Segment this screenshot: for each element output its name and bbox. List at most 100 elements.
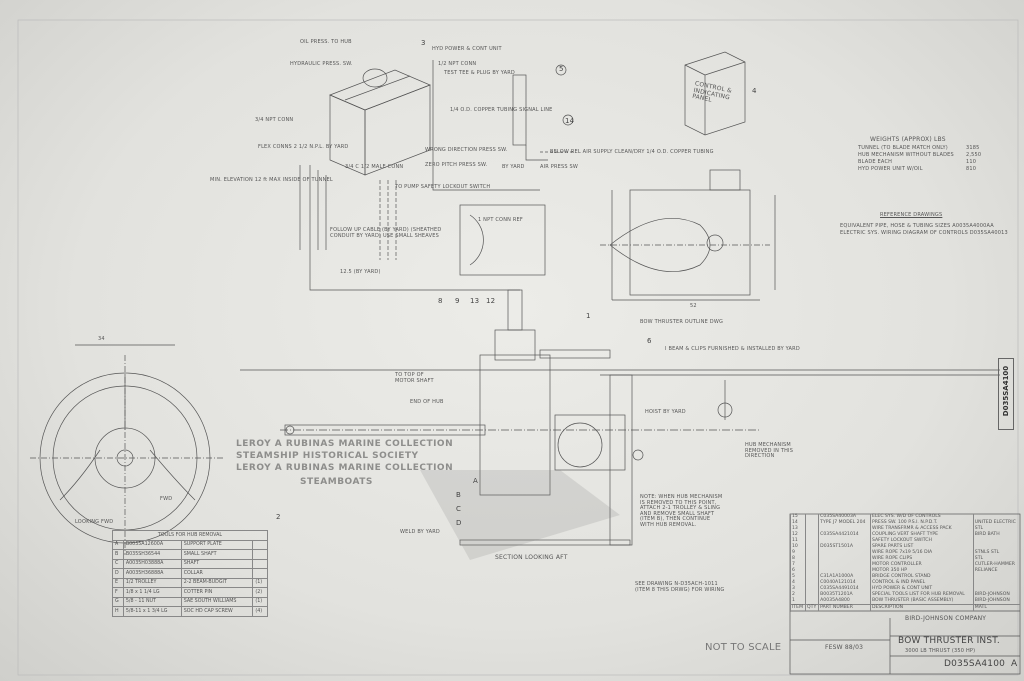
- label-copper-tubing: 1/4 O.D. COPPER TUBING SIGNAL LINE: [450, 107, 553, 113]
- cell: STL: [972, 526, 1020, 532]
- cell: G: [112, 596, 124, 607]
- reference-title: REFERENCE DRAWINGS: [880, 212, 943, 218]
- cell: 8: [789, 556, 806, 562]
- cell: [252, 568, 268, 579]
- cell: C035SA40003A: [818, 514, 871, 520]
- item-balloon: 8: [438, 297, 443, 305]
- cell: SPECIAL TOOLS LIST FOR HUB REMOVAL: [869, 592, 974, 598]
- cell: 3: [789, 586, 806, 592]
- cell: (4): [252, 606, 268, 617]
- cell: RELIANCE: [972, 568, 1020, 574]
- label-test-tee: TEST TEE & PLUG BY YARD: [444, 70, 515, 76]
- label-oil-press: OIL PRESS. TO HUB: [300, 39, 352, 45]
- label-wrong-direction: WRONG DIRECTION PRESS SW.: [425, 147, 508, 153]
- weight-value: 2,550: [966, 152, 982, 158]
- cell: WIRE ROPE CLIPS: [869, 556, 974, 562]
- reference-row: ELECTRIC SYS. WIRING DIAGRAM OF CONTROLS…: [840, 230, 1008, 236]
- cell: [805, 520, 819, 526]
- weight-label: BLADE EACH: [858, 159, 893, 165]
- cell: C31A1A1000A: [818, 574, 871, 580]
- cell: [972, 514, 1020, 520]
- label-air-supply: BELOW REL AIR SUPPLY CLEAN/DRY 1/4 O.D. …: [550, 149, 714, 155]
- cell: BIRD-JOHNSON: [972, 598, 1020, 605]
- weight-value: 810: [966, 166, 977, 172]
- wheel-front-view: [30, 344, 225, 555]
- stamp-number: D035SA4100: [1002, 365, 1010, 417]
- weight-label: TUNNEL (TO BLADE MATCH ONLY): [858, 145, 948, 151]
- cell: [805, 568, 819, 574]
- cell: COUPLING VERT SHAFT TYPE: [869, 532, 974, 538]
- label-follow-up-cable: FOLLOW UP CABLE (BY YARD) (SHEATHED COND…: [330, 227, 442, 239]
- cell: C035SA4421014: [818, 532, 871, 538]
- label-motor-shaft: TO TOP OF MOTOR SHAFT: [395, 372, 434, 384]
- cell: A: [112, 539, 124, 550]
- cell: B035SH36544: [122, 549, 182, 560]
- cell: [252, 549, 268, 560]
- cell: BIRD-JOHNSON: [972, 592, 1020, 598]
- weight-label: HUB MECHANISM WITHOUT BLADES: [858, 152, 954, 158]
- label-npt-conn2: 3/4 NPT CONN: [255, 117, 294, 123]
- weights-title: WEIGHTS (APPROX) LBS: [870, 136, 946, 143]
- cell: MOTOR CONTROLLER: [869, 562, 974, 568]
- dim-52: 52: [690, 303, 697, 309]
- item-balloon: 4: [752, 87, 757, 95]
- cell: [805, 544, 819, 550]
- cell: B0035A12600A: [122, 539, 182, 550]
- cell: A0035A4800: [818, 598, 871, 605]
- label-fwd: FWD: [160, 496, 173, 502]
- cell: [805, 562, 819, 568]
- tools-title: TOOLS FOR HUB REMOVAL: [112, 530, 268, 541]
- cell: [805, 556, 819, 562]
- reference-row: EQUIVALENT PIPE, HOSE & TUBING SIZES A00…: [840, 223, 994, 229]
- note-wiring: SEE DRAWING N-D35ACH-1011 (ITEM 8 THIS D…: [635, 581, 725, 593]
- item-balloon: B: [456, 491, 462, 499]
- label-outline-dwg: BOW THRUSTER OUTLINE DWG: [640, 319, 724, 325]
- label-flex-conns: FLEX CONNS 2 1/2 N.P.L. BY YARD: [258, 144, 349, 150]
- item-balloon: 12: [486, 297, 496, 305]
- cell: WIRE TRANSFRMR & ACCESS PACK: [869, 526, 974, 532]
- watermark: LEROY A RUBINAS MARINE COLLECTION: [236, 463, 454, 473]
- item-balloon: 13: [470, 297, 480, 305]
- company-name: BIRD-JOHNSON COMPANY: [905, 615, 987, 622]
- cell: SPARE PARTS LIST: [869, 544, 974, 550]
- cell: BOW THRUSTER (BASIC ASSEMBLY): [869, 598, 974, 605]
- hyd-power-unit-drawing: [299, 60, 540, 260]
- cell: 2-2 BEAM-BUDGIT: [180, 577, 254, 588]
- cell: TYPE J7 MODEL 204: [818, 520, 871, 526]
- label-hyd-power-unit: HYD POWER & CONT UNIT: [432, 46, 502, 52]
- cell: COLLAR: [180, 568, 254, 579]
- cell: F: [112, 587, 124, 598]
- cell: PRESS SW. 100 P.S.I. N.P.D.T.: [869, 520, 974, 526]
- cell: 11: [789, 538, 806, 544]
- cell: 1/2 TROLLEY: [122, 577, 182, 588]
- label-npt-conn3: 1 NPT CONN REF: [478, 217, 523, 223]
- cell: D035ST1501A: [818, 544, 871, 550]
- cell: COTTER PIN: [180, 587, 254, 598]
- cell: [805, 514, 819, 520]
- watermark: STEAMBOATS: [300, 477, 373, 487]
- item-balloon: 14: [565, 117, 575, 125]
- cell: SUPPORT PLATE: [180, 539, 254, 550]
- cell: [818, 538, 871, 544]
- cell: 12: [789, 532, 806, 538]
- cell: [805, 580, 819, 586]
- cell: [818, 556, 871, 562]
